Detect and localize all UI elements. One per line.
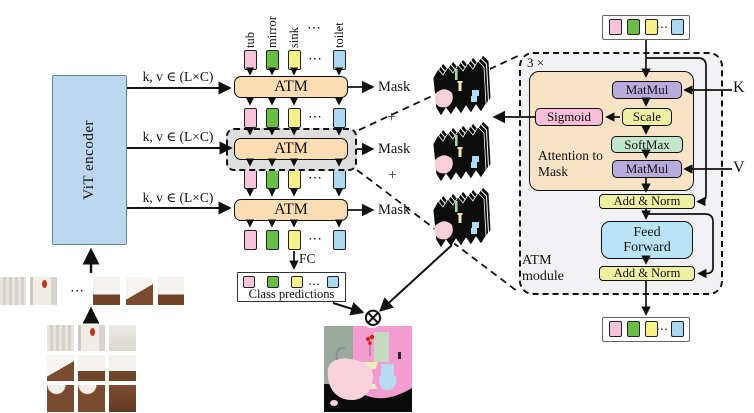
attention-caption: Attention to Mask: [538, 148, 603, 179]
class-token-green: [266, 169, 279, 189]
mask-label-2: Mask: [378, 141, 411, 157]
image-patch: [30, 277, 57, 305]
matmul-box-1: MatMul: [612, 81, 682, 99]
plus-sign: +: [388, 167, 398, 184]
class-token-pink: [609, 19, 622, 35]
ellipsis: ⋯: [656, 322, 668, 336]
class-token-yellow: [645, 19, 658, 35]
class-token-yellow: [288, 108, 301, 128]
kv-label-1: k, v ∈ (L×C): [142, 69, 214, 84]
vit-encoder-label: ViT encoder: [81, 120, 97, 200]
add-norm-box-2: Add & Norm: [599, 266, 695, 281]
module-caption: ATM module: [522, 253, 564, 285]
ellipsis: ⋯: [307, 21, 321, 36]
ellipsis: ⋯: [70, 284, 84, 299]
class-token-pink: [244, 50, 257, 70]
sigmoid-box: Sigmoid: [535, 108, 603, 126]
sum-to-multiply-arrows: [332, 244, 453, 316]
image-patch: [109, 325, 136, 351]
kv-label-2: k, v ∈ (L×C): [142, 129, 214, 144]
mask-label-1: Mask: [378, 79, 411, 95]
class-token-blue: [671, 321, 684, 337]
class-token-yellow: [288, 230, 301, 250]
class-token-green: [627, 321, 640, 337]
ellipsis: ⋯: [308, 171, 322, 186]
image-patch: [158, 277, 184, 305]
class-token-green: [627, 19, 640, 35]
image-patch: [78, 325, 105, 351]
segmentation-output-image: [324, 326, 412, 413]
class-token-yellow: [288, 50, 301, 70]
class-token-blue: [333, 50, 346, 70]
ellipsis: ⋯: [656, 20, 668, 34]
atm-block-1: ATM: [234, 76, 348, 98]
class-token-yellow: [645, 321, 658, 337]
ellipsis: ⋯: [308, 110, 322, 125]
class-token-blue: [333, 169, 346, 189]
ellipsis: ⋯: [308, 277, 320, 291]
class-token-blue: [333, 230, 346, 250]
kv-label-3: k, v ∈ (L×C): [142, 190, 214, 205]
image-patch: [47, 325, 74, 351]
ellipsis: ⋯: [308, 52, 322, 67]
image-patch: [47, 355, 74, 381]
token-label-mirror: mirror: [265, 16, 279, 48]
vit-encoder-box: ViT encoder: [52, 75, 127, 245]
class-token-blue: [333, 108, 346, 128]
image-patch: [78, 385, 105, 412]
image-patch: [126, 277, 153, 305]
class-predictions-label: Class predictions: [248, 287, 335, 301]
value-label: V: [733, 159, 745, 176]
softmax-box: SoftMax: [611, 136, 683, 153]
class-token-blue: [671, 19, 684, 35]
token-label-tub: tub: [243, 32, 257, 48]
scale-box: Scale: [622, 108, 672, 126]
class-token-yellow: [291, 276, 303, 288]
class-token-green: [267, 276, 279, 288]
segmentation-art: [324, 326, 412, 412]
class-token-pink: [244, 230, 257, 250]
class-token-yellow: [288, 169, 301, 189]
class-token-pink: [243, 276, 255, 288]
atm-block-2: ATM: [234, 138, 348, 160]
feed-forward-box: Feed Forward: [601, 221, 693, 259]
multiply-icon: ⊗: [362, 303, 384, 332]
ellipsis: ⋯: [308, 232, 322, 247]
fc-label: FC: [299, 251, 316, 266]
class-token-pink: [244, 108, 257, 128]
image-patch: [93, 277, 120, 305]
class-token-pink: [609, 321, 622, 337]
mask-label-3: Mask: [378, 202, 411, 218]
token-label-sink: sink: [287, 27, 301, 48]
add-norm-box-1: Add & Norm: [599, 194, 695, 209]
class-token-green: [266, 108, 279, 128]
image-patch: [109, 385, 136, 412]
image-patch: [0, 277, 26, 305]
class-token-green: [266, 50, 279, 70]
class-token-pink: [244, 169, 257, 189]
mask-stacks: [432, 54, 492, 249]
image-patch: [47, 385, 74, 412]
key-label: K: [733, 79, 745, 96]
token-label-toilet: toilet: [332, 22, 346, 48]
image-patch: [109, 355, 136, 381]
class-token-green: [266, 230, 279, 250]
atm-block-3: ATM: [234, 199, 348, 221]
image-patch: [78, 355, 105, 381]
plus-sign: +: [387, 109, 397, 126]
repeat-count-label: 3 ×: [527, 55, 545, 70]
matmul-box-2: MatMul: [612, 160, 682, 178]
class-token-blue: [327, 276, 339, 288]
